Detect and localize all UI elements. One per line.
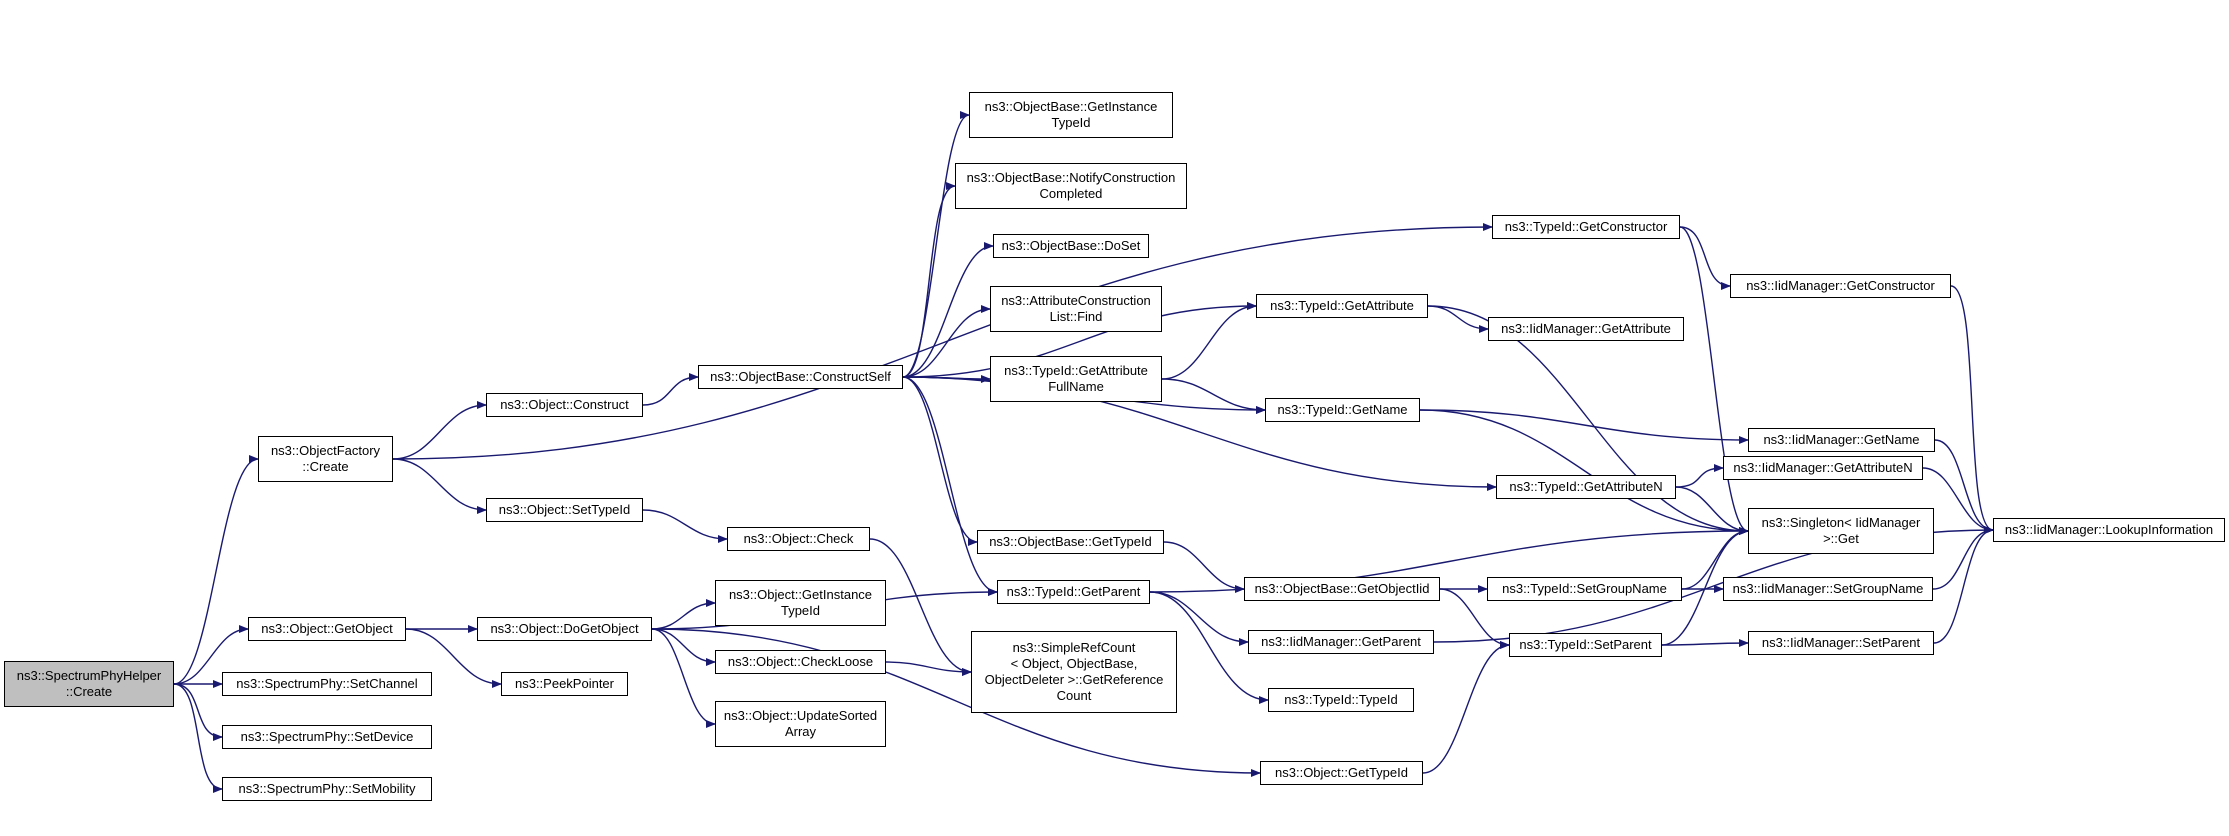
node-object-updatesortedarray[interactable]: ns3::Object::UpdateSorted Array (715, 701, 886, 747)
node-simplerefcount-getreferencecount[interactable]: ns3::SimpleRefCount < Object, ObjectBase… (971, 631, 1177, 713)
edge-tid_setparent-to-singleton_get (1661, 527, 1749, 646)
edge-obj_dogetobject-to-obj_checkloose (651, 628, 716, 666)
node-object-construct[interactable]: ns3::Object::Construct (486, 393, 643, 417)
edge-root-to-sp_setdevice (173, 683, 223, 741)
edge-tid_getname-to-singleton_get (1419, 409, 1749, 535)
node-iidmanager-setparent[interactable]: ns3::IidManager::SetParent (1748, 631, 1934, 655)
edge-tid_getattributen-to-singleton_get (1675, 486, 1749, 535)
node-iidmanager-getattribute[interactable]: ns3::IidManager::GetAttribute (1488, 317, 1684, 341)
node-objectbase-doset[interactable]: ns3::ObjectBase::DoSet (993, 234, 1149, 258)
node-typeid-typeid[interactable]: ns3::TypeId::TypeId (1268, 688, 1414, 712)
edge-obj_dogetobject-to-obj_getinstancetypeid (651, 599, 716, 630)
edge-tid_getparent-to-tid_typeid (1149, 591, 1269, 704)
node-objectfactory-create[interactable]: ns3::ObjectFactory ::Create (258, 436, 393, 482)
edge-obj_construct-to-ob_constructself (642, 373, 699, 406)
node-peekpointer[interactable]: ns3::PeekPointer (501, 672, 628, 696)
node-objectbase-constructself[interactable]: ns3::ObjectBase::ConstructSelf (698, 365, 903, 389)
edge-obj_dogetobject-to-obj_gettypeid (651, 628, 1261, 777)
edge-ob_constructself-to-tid_getparent (902, 376, 998, 596)
node-attributeconstructionlist-find[interactable]: ns3::AttributeConstruction List::Find (990, 286, 1162, 332)
node-objectbase-getobjectiid[interactable]: ns3::ObjectBase::GetObjectIid (1244, 577, 1440, 601)
edge-tid_getattrfullname-to-tid_getname (1161, 378, 1266, 414)
edge-iid_getconstructor-to-iid_lookup (1950, 285, 1994, 534)
node-typeid-getattributen[interactable]: ns3::TypeId::GetAttributeN (1496, 475, 1676, 499)
node-object-settypeid[interactable]: ns3::Object::SetTypeId (486, 498, 643, 522)
edge-tid_getname-to-iid_getname (1419, 409, 1749, 444)
node-object-dogetobject[interactable]: ns3::Object::DoGetObject (477, 617, 652, 641)
edge-iid_setparent-to-iid_lookup (1933, 526, 1994, 644)
edge-obj_dogetobject-to-obj_updatesorted (651, 628, 716, 728)
node-iidmanager-getattributen[interactable]: ns3::IidManager::GetAttributeN (1723, 456, 1923, 480)
node-objectbase-notifyconstructioncompleted[interactable]: ns3::ObjectBase::NotifyConstruction Comp… (955, 163, 1187, 209)
edge-obj_gettypeid-to-tid_setparent (1422, 641, 1510, 774)
edge-ob_constructself-to-ob_getinstancetypeid (902, 111, 970, 378)
edge-of_create-to-obj_settypeid (392, 458, 487, 514)
edge-of_create-to-tid_getconstructor (392, 223, 1493, 460)
node-object-checkloose[interactable]: ns3::Object::CheckLoose (715, 650, 886, 674)
edge-ob_constructself-to-ob_doset (902, 242, 994, 378)
edge-ob_constructself-to-ob_notify (902, 182, 956, 378)
node-typeid-getattributefullname[interactable]: ns3::TypeId::GetAttribute FullName (990, 356, 1162, 402)
edge-tid_getattributen-to-iid_getattributen (1675, 464, 1724, 488)
node-iidmanager-lookupinformation[interactable]: ns3::IidManager::LookupInformation (1993, 518, 2225, 542)
edge-obj_checkloose-to-srefcount (885, 661, 972, 676)
edge-tid_setparent-to-iid_setparent (1661, 639, 1749, 648)
node-iidmanager-getconstructor[interactable]: ns3::IidManager::GetConstructor (1730, 274, 1951, 298)
edge-tid_getconstructor-to-iid_getconstructor (1679, 226, 1731, 290)
edge-ob_gettypeid-to-ob_getobjectiid (1163, 541, 1245, 593)
node-typeid-getname[interactable]: ns3::TypeId::GetName (1265, 398, 1420, 422)
node-spectrumphyhelper-create[interactable]: ns3::SpectrumPhyHelper ::Create (4, 661, 174, 707)
node-spectrumphy-setmobility[interactable]: ns3::SpectrumPhy::SetMobility (222, 777, 432, 801)
node-typeid-getparent[interactable]: ns3::TypeId::GetParent (997, 580, 1150, 604)
edge-root-to-obj_getobject (173, 625, 249, 685)
node-iidmanager-getname[interactable]: ns3::IidManager::GetName (1748, 428, 1935, 452)
edge-ob_constructself-to-acl_find (902, 305, 991, 378)
edge-iid_getattributen-to-iid_lookup (1922, 467, 1994, 534)
node-typeid-setgroupname[interactable]: ns3::TypeId::SetGroupName (1487, 577, 1682, 601)
node-objectbase-getinstancetypeid[interactable]: ns3::ObjectBase::GetInstance TypeId (969, 92, 1173, 138)
edge-ob_constructself-to-tid_getattribute (902, 302, 1257, 378)
edge-obj_settypeid-to-obj_check (642, 509, 728, 543)
node-iidmanager-getparent[interactable]: ns3::IidManager::GetParent (1248, 630, 1434, 654)
edge-ob_getobjectiid-to-tid_setparent (1439, 588, 1510, 649)
node-object-check[interactable]: ns3::Object::Check (727, 527, 870, 551)
node-objectbase-gettypeid[interactable]: ns3::ObjectBase::GetTypeId (977, 530, 1164, 554)
edge-obj_check-to-srefcount (869, 538, 972, 676)
edge-ob_constructself-to-ob_gettypeid (902, 376, 978, 546)
edge-of_create-to-obj_construct (392, 401, 487, 460)
node-object-getobject[interactable]: ns3::Object::GetObject (248, 617, 406, 641)
node-object-getinstancetypeid[interactable]: ns3::Object::GetInstance TypeId (715, 580, 886, 626)
edge-iid_setgroupname-to-iid_lookup (1932, 526, 1994, 590)
node-spectrumphy-setchannel[interactable]: ns3::SpectrumPhy::SetChannel (222, 672, 432, 696)
node-typeid-getattribute[interactable]: ns3::TypeId::GetAttribute (1256, 294, 1428, 318)
node-spectrumphy-setdevice[interactable]: ns3::SpectrumPhy::SetDevice (222, 725, 432, 749)
node-typeid-setparent[interactable]: ns3::TypeId::SetParent (1509, 633, 1662, 657)
node-iidmanager-setgroupname[interactable]: ns3::IidManager::SetGroupName (1723, 577, 1933, 601)
edge-root-to-of_create (173, 455, 259, 685)
edge-obj_getobject-to-peekpointer (405, 628, 502, 688)
node-typeid-getconstructor[interactable]: ns3::TypeId::GetConstructor (1492, 215, 1680, 239)
edge-tid_getconstructor-to-singleton_get (1679, 226, 1749, 535)
node-singleton-iidmanager-get[interactable]: ns3::Singleton< IidManager >::Get (1748, 508, 1934, 554)
edge-root-to-sp_setmobility (173, 683, 223, 793)
node-object-gettypeid[interactable]: ns3::Object::GetTypeId (1260, 761, 1423, 785)
edge-iid_getname-to-iid_lookup (1934, 439, 1994, 534)
edge-tid_getattribute-to-singleton_get (1427, 305, 1749, 535)
edge-tid_getattrfullname-to-tid_getattribute (1161, 302, 1257, 380)
